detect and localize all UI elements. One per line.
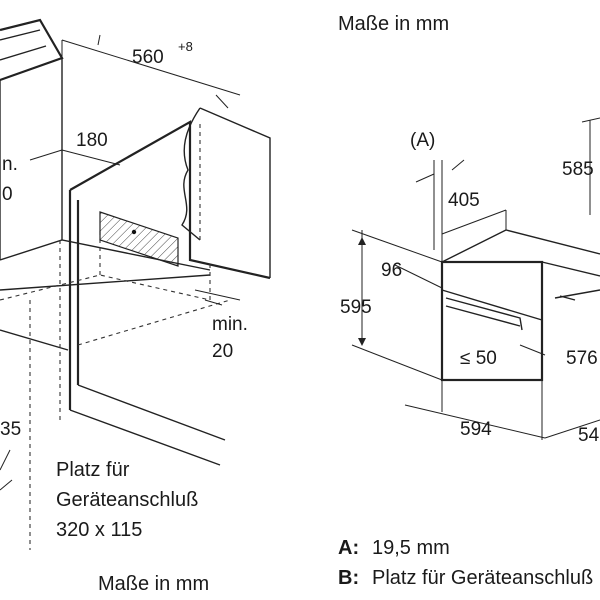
connection-space-line2: Geräteanschluß (56, 489, 198, 511)
cabinet-top-slab (0, 18, 64, 82)
min-right-label-1: min. (212, 314, 248, 335)
min-left-label-2: 0 (2, 184, 13, 205)
legend-B-key: B: (338, 567, 359, 589)
rear-panel (199, 107, 271, 278)
width-405-label: 405 (448, 190, 480, 211)
depth-585-label: 585 (562, 159, 594, 180)
cabinet-side-panel (69, 120, 271, 280)
min-left-label-1: n. (2, 154, 18, 175)
cabinet-installation-drawing (0, 18, 271, 550)
le50-label: ≤ 50 (460, 348, 497, 369)
depth-548-label: 54 (578, 425, 600, 446)
legend-A-text: 19,5 mm (372, 537, 450, 559)
width-tolerance-label: +8 (178, 39, 193, 54)
left-units-caption: Maße in mm (98, 573, 209, 595)
width-dimension-label: 560 (132, 47, 164, 68)
depth-180-label: 180 (76, 130, 108, 151)
depth-576-label: 576 (566, 348, 598, 369)
oven-top-face (441, 229, 600, 263)
label-A-marker: (A) (410, 130, 435, 151)
width-594-label: 594 (460, 419, 492, 440)
min-right-label-2: 20 (212, 341, 233, 362)
height-595-label: 595 (340, 297, 372, 318)
connection-space-line1: Platz für (56, 459, 130, 481)
oven-door-handle (445, 297, 523, 331)
height-partial-label: 35 (0, 419, 21, 440)
height-96-label: 96 (381, 260, 402, 281)
right-units-caption: Maße in mm (338, 13, 449, 35)
legend-A-key: A: (338, 537, 359, 559)
oven-dimension-drawing (351, 117, 600, 440)
legend-B-text: Platz für Geräteanschluß (372, 567, 593, 589)
connection-space-line3: 320 x 115 (56, 519, 142, 541)
connection-area-box (99, 211, 179, 267)
